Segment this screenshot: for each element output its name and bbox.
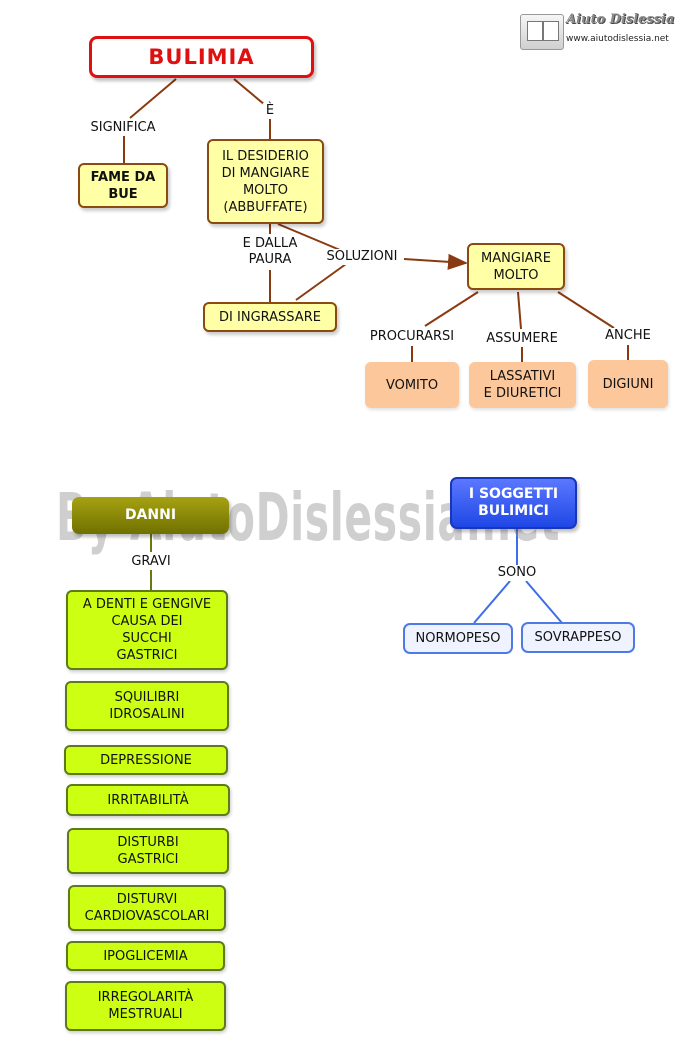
aiutodislessia-logo: Aiuto Dislessia www.aiutodislessia.net xyxy=(520,12,680,50)
line-soluzioni-ingrassare xyxy=(295,263,347,301)
line-soluzioni-mangiare xyxy=(403,253,468,270)
link-e: È xyxy=(262,103,278,119)
node-danni: DANNI xyxy=(72,497,229,534)
node-danni-irregolarita: IRREGOLARITÀ MESTRUALI xyxy=(65,981,226,1031)
node-danni-denti-gengive: A DENTI E GENGIVE CAUSA DEI SUCCHI GASTR… xyxy=(66,590,228,670)
line-desiderio-soluzioni xyxy=(277,223,341,251)
book-icon xyxy=(520,14,564,50)
line-sono-normopeso xyxy=(473,580,511,624)
link-sono: SONO xyxy=(497,565,537,581)
line-mangiare-anche xyxy=(557,291,615,329)
node-lassativi-diuretici: LASSATIVI E DIURETICI xyxy=(469,362,576,408)
node-normopeso: NORMOPESO xyxy=(403,623,513,654)
link-e-dalla-paura: E DALLA PAURA xyxy=(242,236,298,268)
logo-name: Aiuto Dislessia xyxy=(566,12,675,27)
node-bulimia: BULIMIA xyxy=(89,36,314,78)
line-sono-sovrappeso xyxy=(525,580,563,624)
node-danni-squilibri: SQUILIBRI IDROSALINI xyxy=(65,681,229,731)
node-danni-depressione: DEPRESSIONE xyxy=(64,745,228,775)
node-digiuni: DIGIUNI xyxy=(588,360,668,408)
node-danni-cardiovascolari: DISTURVI CARDIOVASCOLARI xyxy=(68,885,226,931)
line-bulimia-e xyxy=(233,78,266,106)
node-vomito: VOMITO xyxy=(365,362,459,408)
line-mangiare-procurarsi xyxy=(424,291,479,327)
link-gravi: GRAVI xyxy=(131,554,171,569)
link-soluzioni: SOLUZIONI xyxy=(326,249,398,265)
line-mangiare-assumere xyxy=(517,291,522,330)
link-procurarsi: PROCURARSI xyxy=(369,329,455,345)
link-significa: SIGNIFICA xyxy=(90,120,156,136)
node-danni-irritabilita: IRRITABILITÀ xyxy=(66,784,230,816)
node-mangiare-molto: MANGIARE MOLTO xyxy=(467,243,565,290)
node-sovrappeso: SOVRAPPESO xyxy=(521,622,635,653)
node-danni-disturbi-gastrici: DISTURBI GASTRICI xyxy=(67,828,229,874)
node-danni-ipoglicemia: IPOGLICEMIA xyxy=(66,941,225,971)
node-di-ingrassare: DI INGRASSARE xyxy=(203,302,337,332)
node-desiderio: IL DESIDERIO DI MANGIARE MOLTO (ABBUFFAT… xyxy=(207,139,324,224)
node-soggetti-bulimici: I SOGGETTI BULIMICI xyxy=(450,477,577,529)
logo-url: www.aiutodislessia.net xyxy=(566,34,669,44)
line-bulimia-significa xyxy=(129,78,177,119)
link-assumere: ASSUMERE xyxy=(486,331,558,347)
node-fame-da-bue: FAME DA BUE xyxy=(78,163,168,208)
link-anche: ANCHE xyxy=(605,328,651,344)
